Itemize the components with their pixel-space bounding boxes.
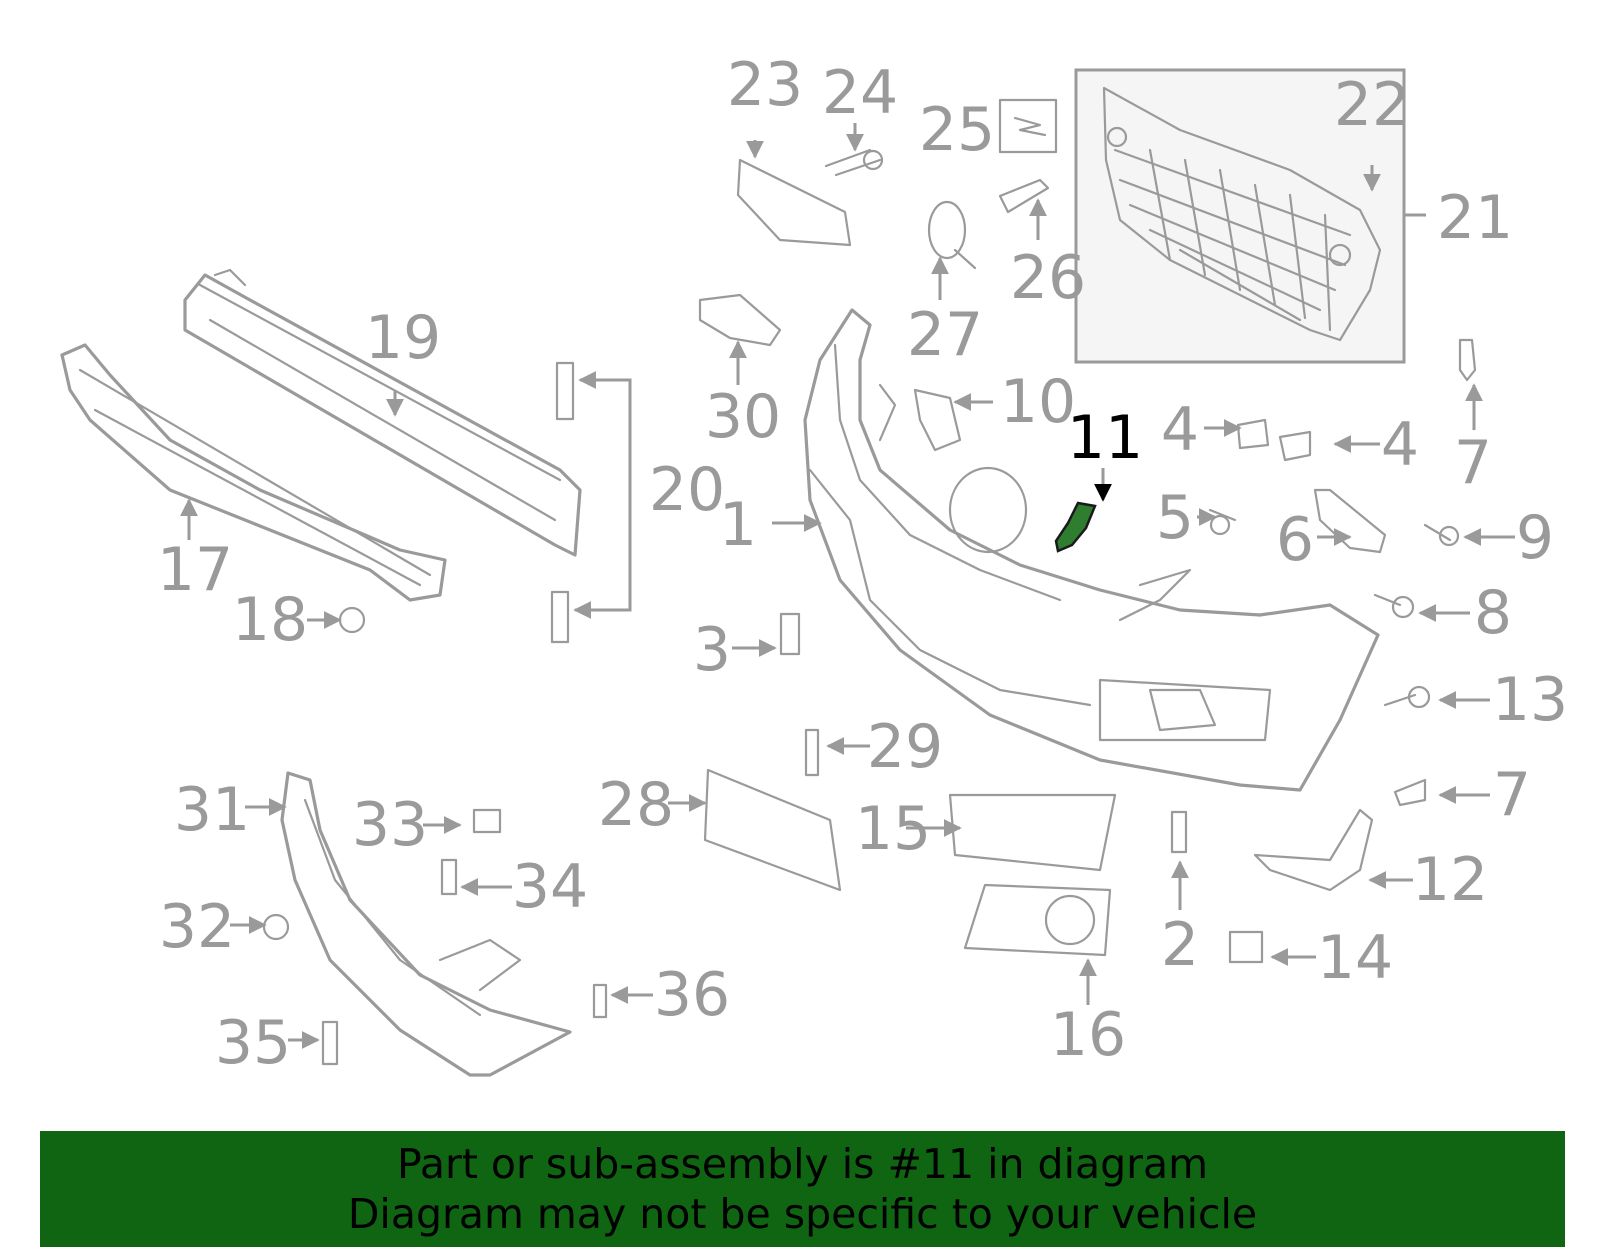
callout-19: 19	[365, 303, 441, 373]
callout-10: 10	[1000, 367, 1076, 437]
callout-22: 22	[1334, 70, 1410, 140]
callout-36: 36	[654, 960, 730, 1030]
callout-30: 30	[705, 382, 781, 452]
callout-labels: 1 2 3 4 4 5 6 7 7 8 9 10 11 12 13 14 15 …	[157, 50, 1568, 1078]
callout-23: 23	[727, 50, 803, 120]
callout-11: 11	[1067, 403, 1143, 473]
callout-16: 16	[1050, 1000, 1126, 1070]
callout-4a: 4	[1161, 395, 1199, 465]
part-11-highlight	[1054, 501, 1097, 553]
callout-20: 20	[649, 455, 725, 525]
callout-6: 6	[1276, 505, 1314, 575]
callout-21: 21	[1437, 183, 1513, 253]
callout-13: 13	[1492, 665, 1568, 735]
small-parts	[262, 98, 1477, 1066]
callout-3: 3	[693, 615, 731, 685]
callout-35: 35	[215, 1008, 291, 1078]
bumper-cover	[803, 308, 1380, 792]
callout-34: 34	[512, 852, 588, 922]
callout-8: 8	[1474, 578, 1512, 648]
banner-line-2: Diagram may not be specific to your vehi…	[347, 1190, 1258, 1238]
callout-15: 15	[855, 794, 931, 864]
callout-18: 18	[232, 585, 308, 655]
callout-5: 5	[1156, 483, 1194, 553]
callout-14: 14	[1317, 923, 1393, 993]
banner-line-1: Part or sub-assembly is #11 in diagram	[396, 1140, 1209, 1188]
callout-25: 25	[919, 95, 995, 165]
callout-7a: 7	[1454, 428, 1492, 498]
callout-24: 24	[822, 58, 898, 128]
callout-9: 9	[1516, 503, 1554, 573]
callout-1: 1	[719, 490, 757, 560]
info-banner: Part or sub-assembly is #11 in diagram D…	[40, 1131, 1565, 1247]
callout-33: 33	[352, 790, 428, 860]
lower-deflector	[280, 771, 572, 1077]
reinforcement-bars	[60, 268, 582, 602]
callout-29: 29	[867, 712, 943, 782]
leader-lines	[180, 123, 1515, 1049]
callout-7b: 7	[1493, 760, 1531, 830]
grille-assembly	[1074, 68, 1406, 364]
callout-32: 32	[159, 892, 235, 962]
callout-2: 2	[1161, 910, 1199, 980]
callout-12: 12	[1412, 845, 1488, 915]
callout-27: 27	[907, 300, 983, 370]
callout-28: 28	[598, 770, 674, 840]
callout-17: 17	[157, 535, 233, 605]
callout-31: 31	[174, 775, 250, 845]
callout-26: 26	[1010, 243, 1086, 313]
callout-4b: 4	[1381, 410, 1419, 480]
